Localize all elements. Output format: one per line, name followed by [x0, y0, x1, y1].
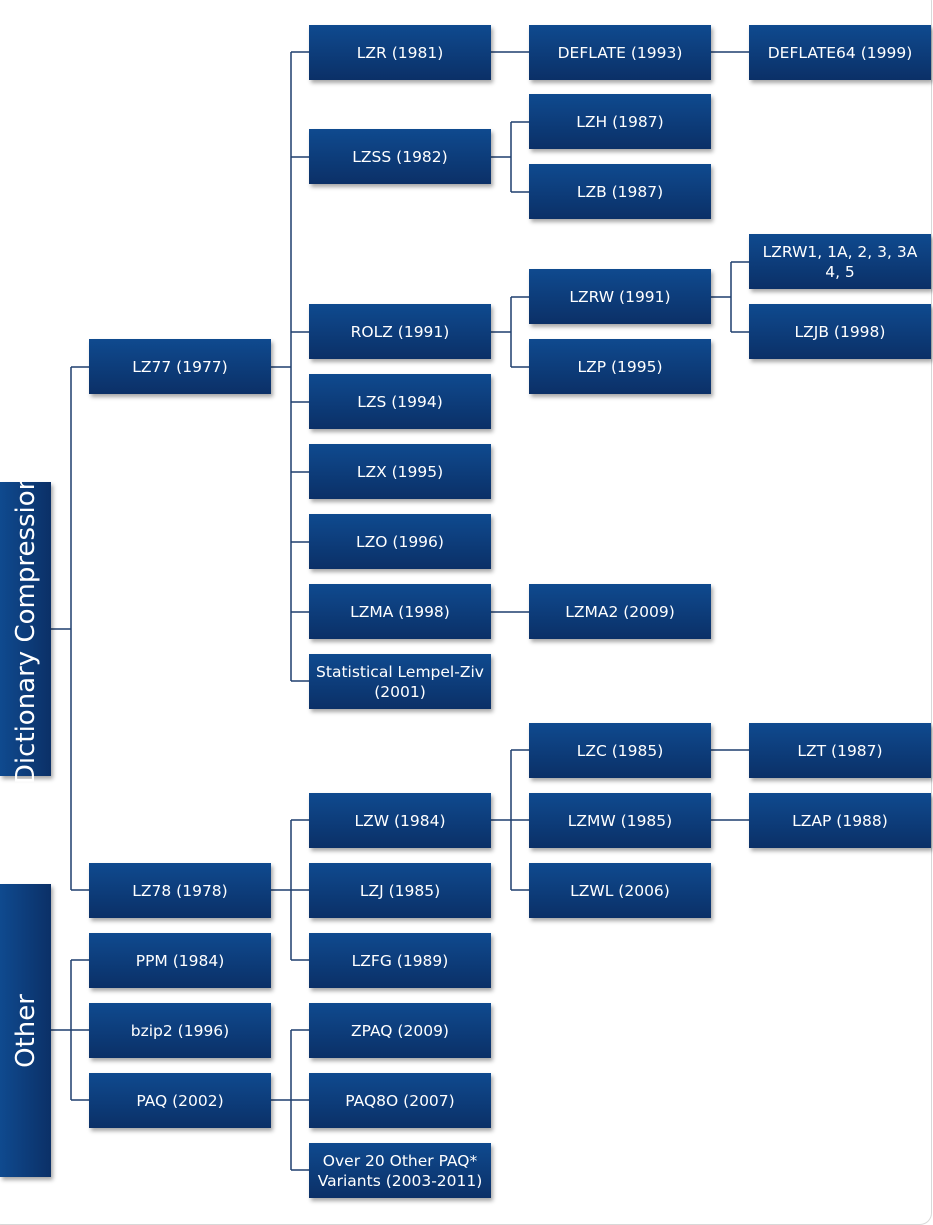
- category-label: Other: [10, 993, 41, 1068]
- node-lzr: LZR (1981): [309, 25, 491, 80]
- node-lzs: LZS (1994): [309, 374, 491, 429]
- node-lz77: LZ77 (1977): [89, 339, 271, 394]
- node-lzma2: LZMA2 (2009): [529, 584, 711, 639]
- node-lzfg: LZFG (1989): [309, 933, 491, 988]
- node-zpaq: ZPAQ (2009): [309, 1003, 491, 1058]
- node-lzmw: LZMW (1985): [529, 793, 711, 848]
- node-lzjb: LZJB (1998): [749, 304, 931, 359]
- node-lzw: LZW (1984): [309, 793, 491, 848]
- node-lzc: LZC (1985): [529, 723, 711, 778]
- node-bzip2: bzip2 (1996): [89, 1003, 271, 1058]
- node-lzx: LZX (1995): [309, 444, 491, 499]
- node-statistical-lempel-ziv: Statistical Lempel-Ziv (2001): [309, 654, 491, 709]
- node-rolz: ROLZ (1991): [309, 304, 491, 359]
- node-lzap: LZAP (1988): [749, 793, 931, 848]
- node-paq-variants: Over 20 Other PAQ* Variants (2003-2011): [309, 1143, 491, 1198]
- node-lzma: LZMA (1998): [309, 584, 491, 639]
- node-lzt: LZT (1987): [749, 723, 931, 778]
- node-ppm: PPM (1984): [89, 933, 271, 988]
- category-dictionary-compression: Dictionary Compression: [0, 474, 51, 784]
- category-label: Dictionary Compression: [10, 473, 41, 785]
- node-lzb: LZB (1987): [529, 164, 711, 219]
- node-paq8o: PAQ8O (2007): [309, 1073, 491, 1128]
- node-lz78: LZ78 (1978): [89, 863, 271, 918]
- node-lzp: LZP (1995): [529, 339, 711, 394]
- node-lzj: LZJ (1985): [309, 863, 491, 918]
- category-other: Other: [0, 884, 51, 1177]
- node-lzwl: LZWL (2006): [529, 863, 711, 918]
- node-deflate: DEFLATE (1993): [529, 25, 711, 80]
- node-paq: PAQ (2002): [89, 1073, 271, 1128]
- node-lzrw: LZRW (1991): [529, 269, 711, 324]
- node-deflate64: DEFLATE64 (1999): [749, 25, 931, 80]
- node-lzh: LZH (1987): [529, 94, 711, 149]
- node-lzrw-variants: LZRW1, 1A, 2, 3, 3A 4, 5: [749, 234, 931, 289]
- node-lzss: LZSS (1982): [309, 129, 491, 184]
- node-lzo: LZO (1996): [309, 514, 491, 569]
